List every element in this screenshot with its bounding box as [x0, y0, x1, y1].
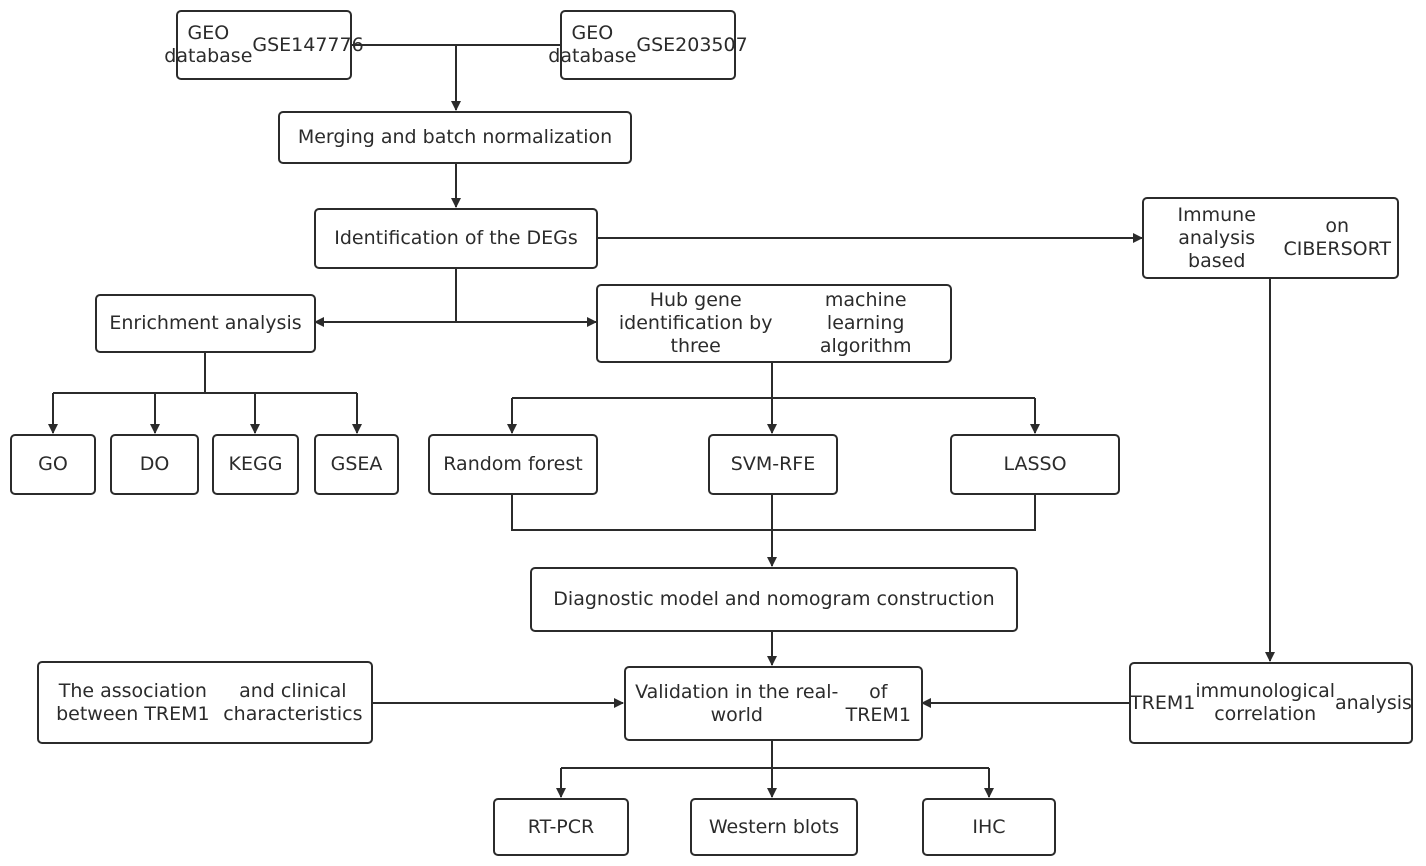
node-svm-rfe: SVM-RFE [708, 434, 838, 495]
connector-enrichment-trunk [53, 352, 357, 394]
node-text: of TREM1 [845, 680, 911, 726]
node-text: GEO database [548, 22, 637, 67]
node-rt-pcr: RT-PCR [493, 798, 629, 856]
node-text: IHC [972, 815, 1006, 838]
node-text: GO [38, 453, 68, 475]
node-geo-gse203507: GEO database GSE203507 [548, 10, 748, 80]
node-text: LASSO [1003, 453, 1067, 475]
node-text: The association between TREM1 [56, 679, 210, 725]
node-text: KEGG [228, 453, 283, 475]
node-kegg: KEGG [212, 434, 299, 495]
node-western-blots: Western blots [690, 798, 858, 856]
node-text: Western blots [708, 815, 840, 838]
node-text: GSEA [330, 453, 383, 475]
node-text: Identification of the DEGs [334, 227, 578, 249]
node-random-forest: Random forest [428, 434, 598, 495]
node-text: Diagnostic model and nomogram constructi… [553, 588, 995, 610]
node-text: DO [139, 453, 170, 475]
node-text: RT-PCR [527, 815, 595, 838]
node-text: machine learning algorithm [819, 289, 912, 357]
node-text: Hub gene identification by three [618, 289, 773, 357]
node-text: GEO database [164, 22, 253, 67]
node-text: SVM-RFE [730, 453, 816, 475]
node-association: The association between TREM1 and clinic… [37, 661, 373, 744]
node-text: GSE147776 [252, 33, 364, 56]
node-go: GO [10, 434, 96, 495]
node-text: analysis [1335, 691, 1412, 714]
node-hub-gene: Hub gene identification by three machine… [596, 284, 952, 363]
node-text: TREM1 [1130, 691, 1196, 714]
node-text: Merging and batch normalization [297, 126, 613, 148]
node-text: Random forest [443, 453, 583, 475]
node-text: on CIBERSORT [1283, 215, 1392, 260]
node-text: Enrichment analysis [109, 312, 302, 334]
node-text: Immune analysis based [1177, 203, 1256, 272]
node-gsea: GSEA [314, 434, 399, 495]
node-text: GSE203507 [636, 33, 748, 56]
node-text: Validation in the real-world [635, 680, 839, 726]
node-lasso: LASSO [950, 434, 1120, 495]
node-text: and clinical characteristics [223, 679, 363, 725]
node-text: immunological correlation [1195, 680, 1335, 725]
node-ihc: IHC [922, 798, 1056, 856]
connector-valid-trunk [561, 740, 989, 769]
node-enrichment: Enrichment analysis [95, 294, 316, 353]
node-do: DO [110, 434, 199, 495]
node-degs: Identification of the DEGs [314, 208, 598, 269]
node-immune-analysis: Immune analysis based on CIBERSORT [1142, 197, 1399, 279]
node-geo-gse147776: GEO database GSE147776 [164, 10, 364, 80]
connector-algorithms-join [511, 494, 1036, 531]
node-trem1-correlation: TREM1 immunological correlation analysis [1129, 662, 1413, 744]
node-merging: Merging and batch normalization [278, 111, 632, 164]
connector-hub-trunk [512, 362, 1035, 399]
node-validation: Validation in the real-world of TREM1 [624, 666, 923, 741]
node-diagnostic-model: Diagnostic model and nomogram constructi… [530, 567, 1018, 632]
